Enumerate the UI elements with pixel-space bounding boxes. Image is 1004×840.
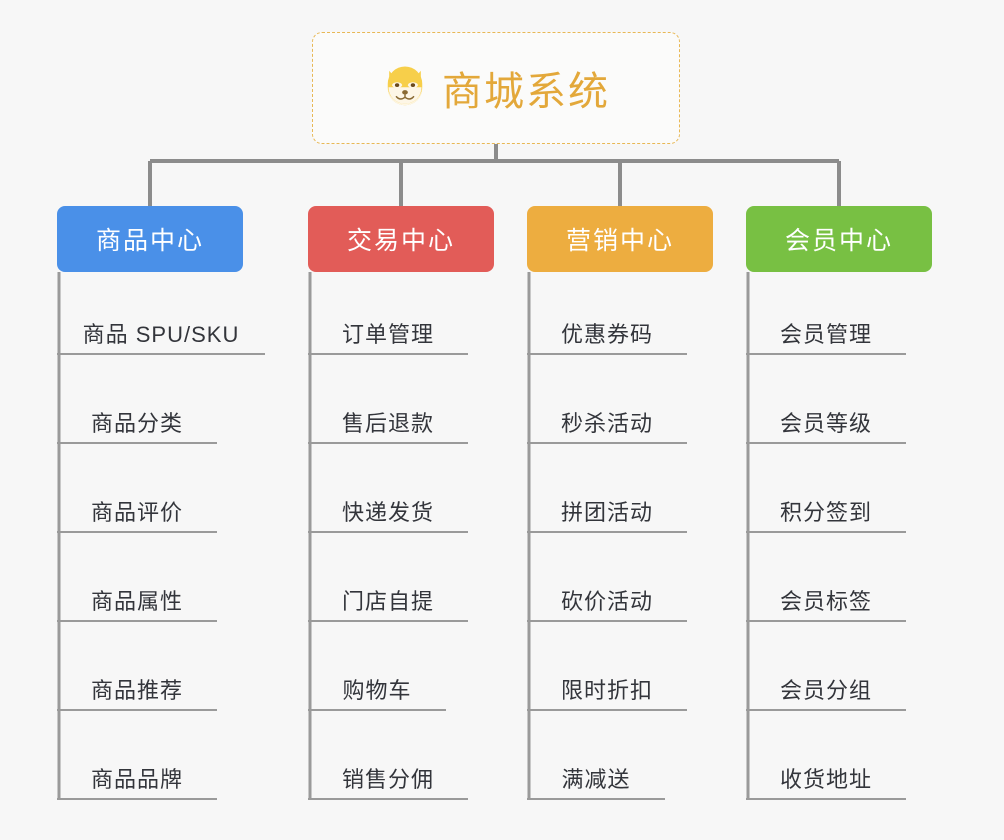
leaf-item[interactable]: 商品品牌: [57, 750, 217, 800]
leaf-item-label: 快递发货: [341, 500, 434, 525]
leaf-item[interactable]: 砍价活动: [527, 572, 687, 622]
category-header-product-center[interactable]: 商品中心: [57, 206, 243, 272]
root-node-shop-system[interactable]: 商城系统: [312, 32, 680, 144]
leaf-item[interactable]: 限时折扣: [527, 661, 687, 711]
leaf-item-label: 会员等级: [779, 411, 872, 436]
category-header-label: 商品中心: [95, 227, 204, 255]
leaf-item-label: 商品评价: [90, 500, 183, 525]
leaf-item[interactable]: 商品推荐: [57, 661, 217, 711]
leaf-item[interactable]: 销售分佣: [308, 750, 468, 800]
leaf-item-label: 售后退款: [341, 411, 434, 436]
leaf-item[interactable]: 门店自提: [308, 572, 468, 622]
leaf-item[interactable]: 会员标签: [746, 572, 906, 622]
leaf-item[interactable]: 售后退款: [308, 394, 468, 444]
category-header-trade-center[interactable]: 交易中心: [308, 206, 494, 272]
leaf-item-label: 订单管理: [341, 322, 434, 347]
category-header-label: 会员中心: [784, 227, 893, 255]
shiba-inu-dog-face-icon: [382, 65, 428, 111]
leaf-item-label: 会员标签: [779, 589, 872, 614]
leaf-item-label: 秒杀活动: [560, 411, 653, 436]
leaf-item[interactable]: 商品分类: [57, 394, 217, 444]
leaf-item-label: 商品品牌: [90, 767, 183, 792]
leaf-item-label: 商品 SPU/SKU: [82, 322, 240, 347]
leaf-item-label: 优惠券码: [560, 322, 653, 347]
leaf-item[interactable]: 收货地址: [746, 750, 906, 800]
category-header-marketing-center[interactable]: 营销中心: [527, 206, 713, 272]
leaf-item-label: 商品分类: [90, 411, 183, 436]
leaf-item-label: 购物车: [342, 678, 412, 703]
leaf-item-label: 会员管理: [779, 322, 872, 347]
leaf-item-label: 积分签到: [779, 500, 872, 525]
leaf-item[interactable]: 商品评价: [57, 483, 217, 533]
leaf-item-label: 销售分佣: [341, 767, 434, 792]
leaf-item[interactable]: 会员分组: [746, 661, 906, 711]
leaf-item[interactable]: 快递发货: [308, 483, 468, 533]
leaf-item[interactable]: 积分签到: [746, 483, 906, 533]
category-header-member-center[interactable]: 会员中心: [746, 206, 932, 272]
leaf-item[interactable]: 商品属性: [57, 572, 217, 622]
leaf-item[interactable]: 优惠券码: [527, 305, 687, 355]
leaf-item-label: 限时折扣: [560, 678, 653, 703]
category-header-label: 营销中心: [565, 227, 674, 255]
leaf-item[interactable]: 满减送: [527, 750, 665, 800]
leaf-item[interactable]: 订单管理: [308, 305, 468, 355]
leaf-item[interactable]: 会员管理: [746, 305, 906, 355]
category-header-label: 交易中心: [346, 227, 455, 255]
leaf-item[interactable]: 秒杀活动: [527, 394, 687, 444]
leaf-item-label: 满减送: [561, 767, 631, 792]
root-title: 商城系统: [442, 70, 610, 114]
leaf-item[interactable]: 会员等级: [746, 394, 906, 444]
leaf-item-label: 砍价活动: [560, 589, 653, 614]
leaf-item-label: 门店自提: [341, 589, 434, 614]
leaf-item-label: 商品推荐: [90, 678, 183, 703]
leaf-item-label: 拼团活动: [560, 500, 653, 525]
leaf-item-label: 商品属性: [90, 589, 183, 614]
leaf-item-label: 会员分组: [779, 678, 872, 703]
leaf-item[interactable]: 购物车: [308, 661, 446, 711]
leaf-item-label: 收货地址: [779, 767, 872, 792]
leaf-item[interactable]: 拼团活动: [527, 483, 687, 533]
leaf-item[interactable]: 商品 SPU/SKU: [57, 305, 265, 355]
